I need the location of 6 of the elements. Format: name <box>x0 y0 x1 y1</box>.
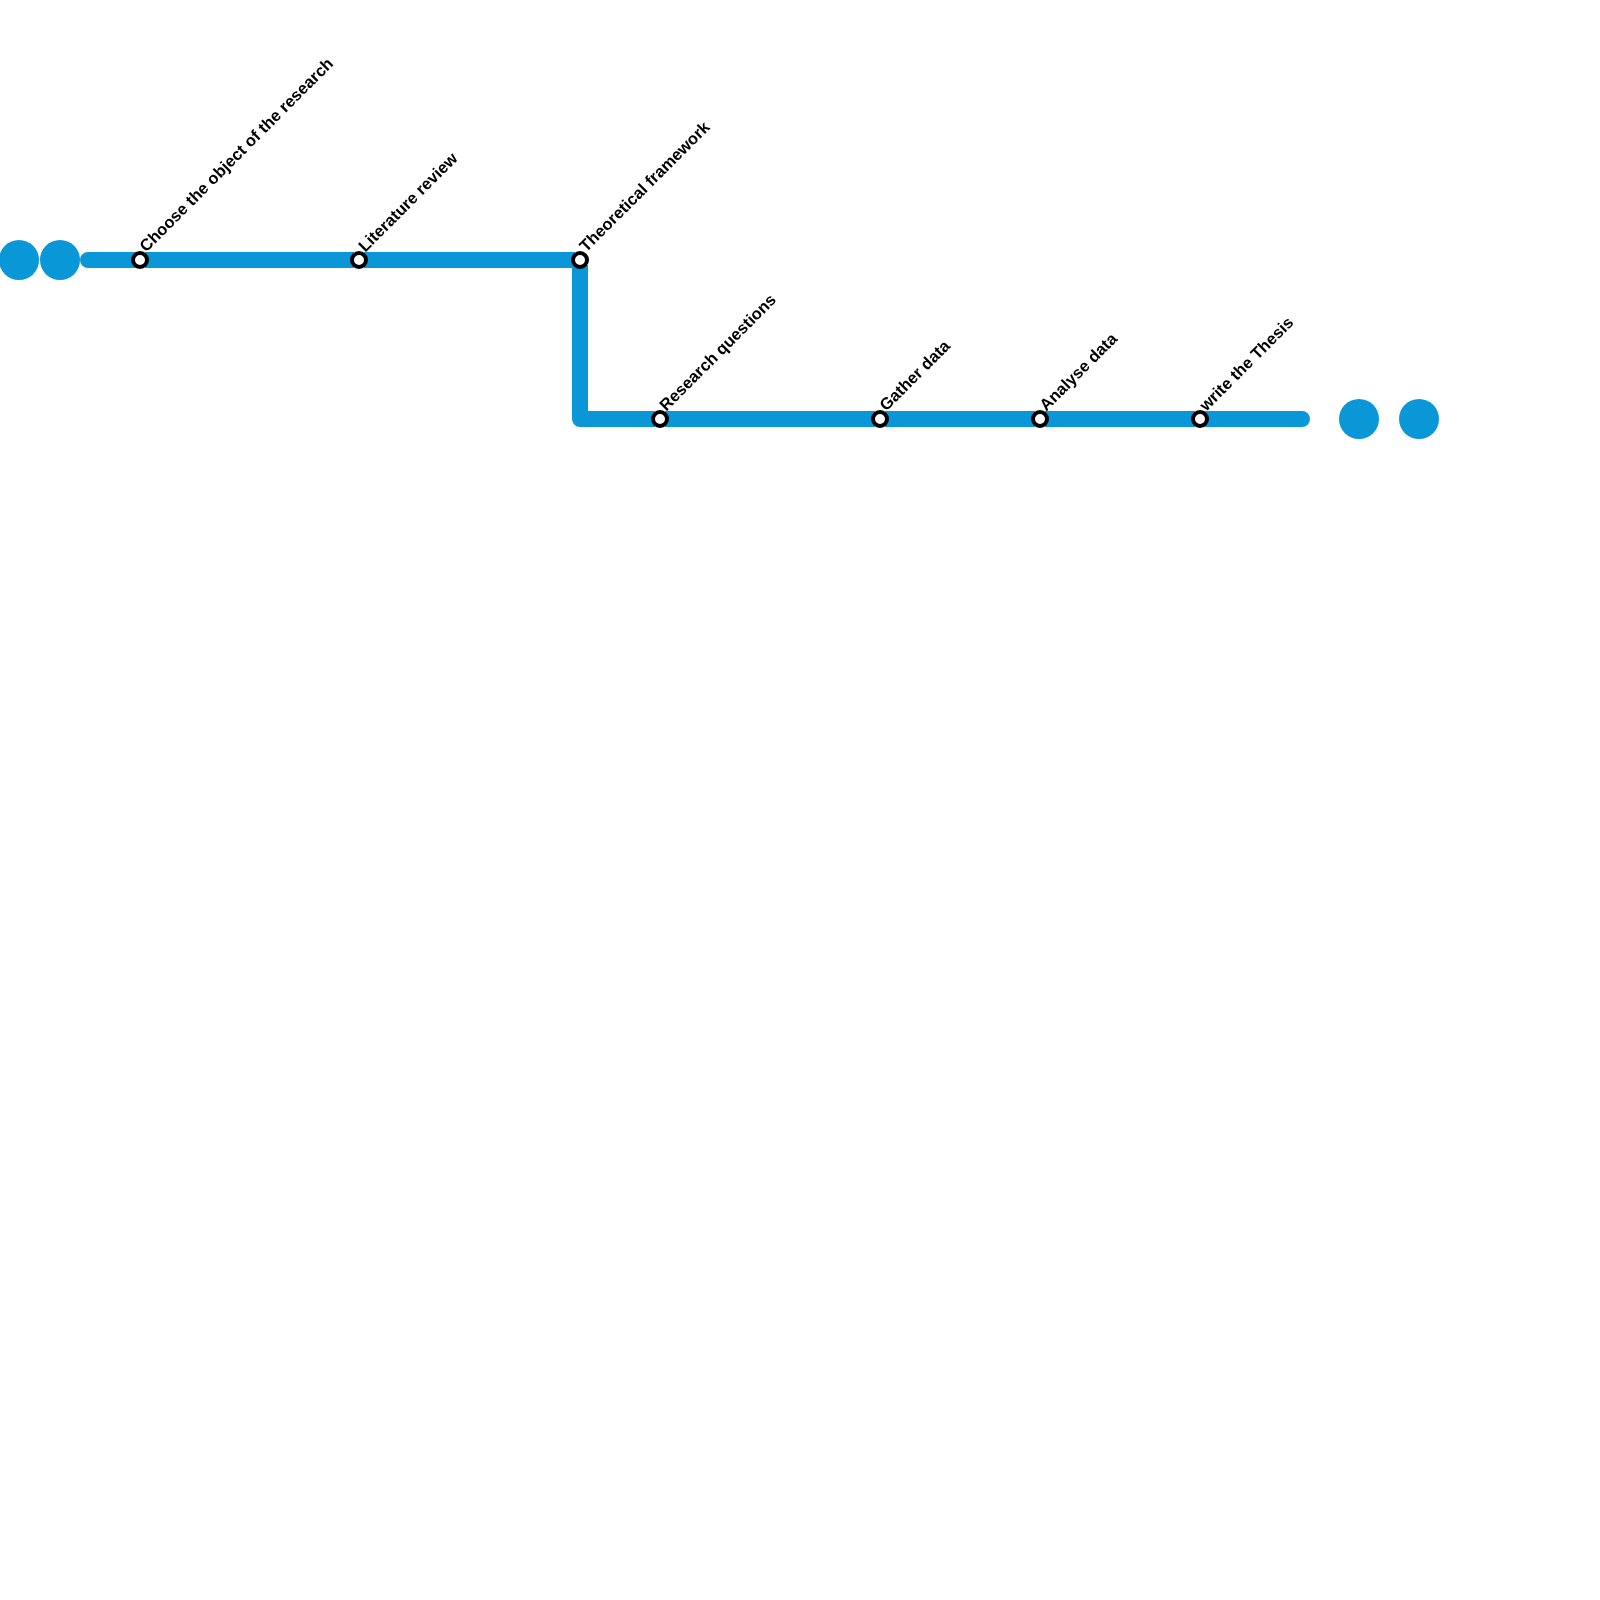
metro-line-segment <box>364 252 575 268</box>
metro-line-segment <box>572 265 655 427</box>
metro-line-segment <box>665 411 875 427</box>
metro-line-segment <box>1045 411 1195 427</box>
metro-line-segment <box>885 411 1035 427</box>
metro-line-segment <box>145 252 354 268</box>
